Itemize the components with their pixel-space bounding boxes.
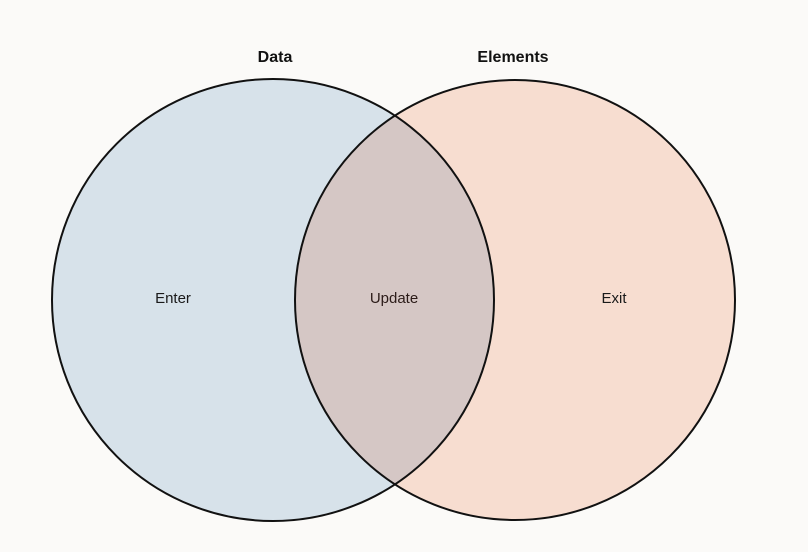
region-label-exit: Exit [601, 290, 627, 307]
venn-circle-data-outline [51, 78, 495, 522]
venn-circle-elements-outline [294, 79, 736, 521]
region-label-enter: Enter [155, 290, 191, 307]
set-title-data: Data [258, 49, 293, 66]
region-label-update: Update [370, 290, 418, 307]
set-title-elements: Elements [477, 49, 548, 66]
venn-intersection-region[interactable] [295, 80, 735, 520]
